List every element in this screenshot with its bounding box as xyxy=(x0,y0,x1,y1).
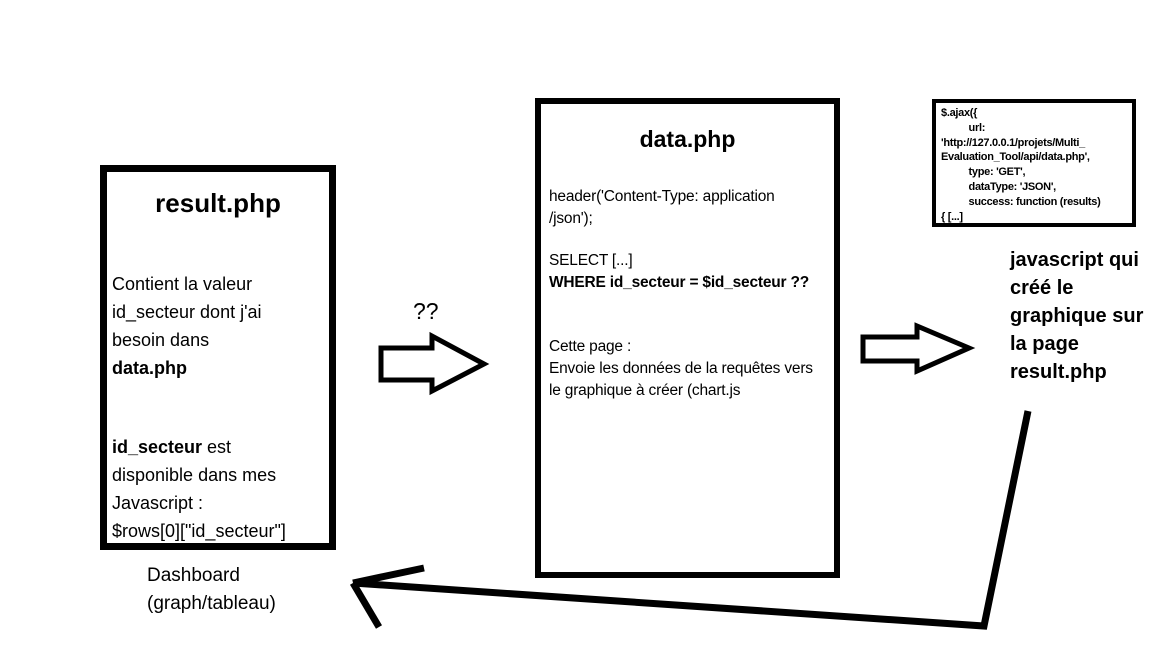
data-php-header-code: header('Content-Type: application /json'… xyxy=(549,188,775,227)
question-marks-label: ?? xyxy=(413,298,439,324)
flow-arrow-data-to-js xyxy=(860,322,976,375)
data-php-box: data.php header('Content-Type: applicati… xyxy=(535,98,840,578)
javascript-graph-label: javascript qui créé le graphique sur la … xyxy=(1010,249,1144,383)
data-php-title: data.php xyxy=(639,126,736,152)
result-php-title: result.php xyxy=(155,188,281,218)
result-php-paragraph-2: id_secteur est disponible dans mes Javas… xyxy=(112,437,286,541)
result-php-paragraph-1: Contient la valeur id_secteur dont j'ai … xyxy=(112,274,262,378)
data-php-sql-code: SELECT [...] WHERE id_secteur = $id_sect… xyxy=(549,252,810,291)
result-php-box: result.php Contient la valeur id_secteur… xyxy=(100,165,336,550)
dashboard-caption: Dashboard (graph/tableau) xyxy=(147,565,276,614)
data-php-description: Cette page : Envoie les données de la re… xyxy=(549,338,813,399)
flow-arrow-result-to-data xyxy=(378,331,490,396)
ajax-code-box: $.ajax({ url: 'http://127.0.0.1/projets/… xyxy=(932,99,1136,227)
